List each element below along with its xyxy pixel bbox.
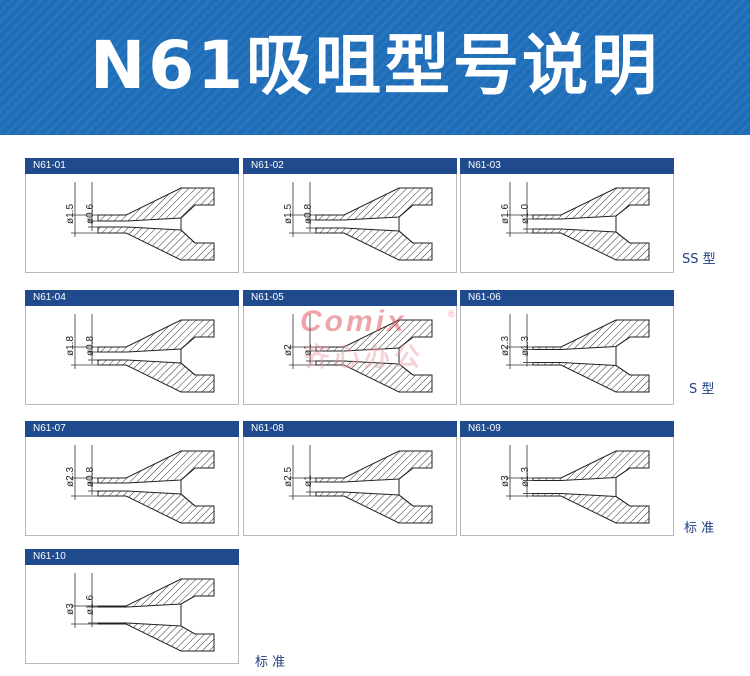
inner-diameter-label: ø1.3 (520, 336, 531, 356)
card-model-label: N61-02 (243, 158, 457, 174)
nozzle-wall (532, 187, 650, 220)
nozzle-wall (97, 319, 215, 353)
nozzle-wall (97, 490, 215, 524)
nozzle-card: N61-05 ø2 ø1 (243, 290, 457, 405)
nozzle-wall (532, 362, 650, 393)
outer-diameter-label: ø3 (65, 603, 76, 615)
nozzle-cavity (398, 204, 432, 244)
title-banner: N61吸咀型号说明 (0, 0, 750, 135)
card-model-label: N61-09 (460, 421, 674, 437)
nozzle-card: N61-07 ø2.3 ø0.8 (25, 421, 239, 536)
nozzle-diagram: ø3 ø1.3 (500, 445, 650, 524)
card-model-label: N61-07 (25, 421, 239, 437)
inner-diameter-label: ø1 (303, 344, 314, 356)
nozzle-cavity (180, 336, 214, 376)
nozzle-wall (97, 578, 215, 608)
inner-diameter-label: ø0.8 (303, 204, 314, 224)
type-label-standard: 标 准 (255, 655, 286, 670)
nozzle-diagram: ø2.5 ø1 (283, 445, 433, 524)
page-title: N61吸咀型号说明 (89, 27, 661, 104)
outer-diameter-label: ø2 (283, 344, 294, 356)
nozzle-diagram: ø2 ø1 (283, 314, 433, 393)
nozzle-cavity (615, 467, 649, 507)
nozzle-diagram: ø1.5 ø0.8 (283, 182, 433, 261)
nozzle-diagram: ø1.5 ø0.6 (65, 182, 215, 261)
card-model-label: N61-10 (25, 549, 239, 565)
nozzle-wall (315, 187, 433, 221)
inner-diameter-label: ø1.0 (520, 204, 531, 224)
nozzle-wall (97, 359, 215, 393)
nozzle-card: N61-03 ø1.6 ø1.0 (460, 158, 674, 273)
card-model-label: N61-06 (460, 290, 674, 306)
inner-diameter-label: ø1 (303, 475, 314, 487)
nozzle-cavity (398, 467, 432, 507)
outer-diameter-label: ø1.6 (500, 204, 511, 224)
outer-diameter-label: ø2.3 (500, 336, 511, 356)
nozzle-wall (532, 450, 650, 481)
outer-diameter-label: ø1.5 (283, 204, 294, 224)
nozzle-wall (315, 319, 433, 352)
type-label-s: S 型 (689, 382, 715, 397)
nozzle-wall (97, 622, 215, 652)
type-label-standard: 标 准 (684, 521, 715, 536)
nozzle-card: N61-02 ø1.5 ø0.8 (243, 158, 457, 273)
outer-diameter-label: ø1.8 (65, 336, 76, 356)
outer-diameter-label: ø2.3 (65, 467, 76, 487)
inner-diameter-label: ø1.3 (520, 467, 531, 487)
inner-diameter-label: ø0.8 (85, 336, 96, 356)
outer-diameter-label: ø2.5 (283, 467, 294, 487)
nozzle-wall (315, 450, 433, 483)
nozzle-cavity (180, 595, 214, 635)
outer-diameter-label: ø3 (500, 475, 511, 487)
nozzle-card: N61-09 ø3 ø1.3 (460, 421, 674, 536)
nozzle-wall (315, 360, 433, 393)
nozzle-card: N61-01 ø1.5 ø0.6 (25, 158, 239, 273)
nozzle-cavity (615, 336, 649, 376)
nozzle-cavity (615, 204, 649, 244)
inner-diameter-label: ø1.6 (85, 595, 96, 615)
nozzle-cavity (180, 467, 214, 507)
nozzle-diagram: ø1.8 ø0.8 (65, 314, 215, 393)
nozzle-wall (532, 493, 650, 524)
nozzle-cavity (398, 336, 432, 376)
card-model-label: N61-01 (25, 158, 239, 174)
nozzle-card: N61-08 ø2.5 ø1 (243, 421, 457, 536)
nozzle-diagram: ø2.3 ø0.8 (65, 445, 215, 524)
outer-diameter-label: ø1.5 (65, 204, 76, 224)
type-label-ss: SS 型 (682, 252, 716, 267)
nozzle-card: N61-04 ø1.8 ø0.8 (25, 290, 239, 405)
inner-diameter-label: ø0.6 (85, 204, 96, 224)
card-model-label: N61-08 (243, 421, 457, 437)
nozzle-diagram: ø1.6 ø1.0 (500, 182, 650, 261)
nozzle-wall (532, 228, 650, 261)
card-model-label: N61-05 (243, 290, 457, 306)
nozzle-wall (315, 227, 433, 261)
card-model-label: N61-03 (460, 158, 674, 174)
nozzle-card: N61-06 ø2.3 ø1.3 (460, 290, 674, 405)
nozzle-wall (532, 319, 650, 350)
nozzle-cavity (180, 204, 214, 244)
inner-diameter-label: ø0.8 (85, 467, 96, 487)
card-model-label: N61-04 (25, 290, 239, 306)
nozzle-wall (97, 450, 215, 484)
nozzle-diagram: ø2.3 ø1.3 (500, 314, 650, 393)
nozzle-card: N61-10 ø3 ø1.6 (25, 549, 239, 664)
nozzle-wall (315, 491, 433, 524)
nozzle-diagram: ø3 ø1.6 (65, 573, 215, 652)
